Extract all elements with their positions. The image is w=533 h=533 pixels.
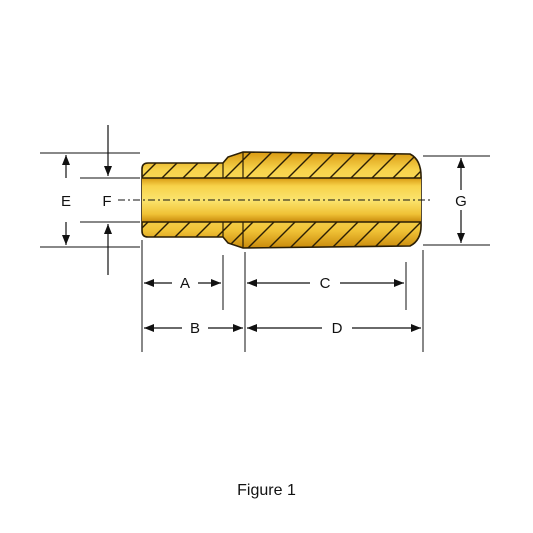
label-c: C — [320, 275, 331, 292]
dimension-d: D — [247, 320, 421, 337]
label-d: D — [332, 320, 343, 337]
dimension-g: G — [455, 158, 467, 243]
label-f: F — [102, 193, 111, 210]
guide-body — [118, 151, 430, 249]
dimension-e: E — [61, 155, 71, 245]
dimension-a: A — [144, 275, 221, 292]
dimension-f: F — [102, 125, 112, 275]
label-b: B — [190, 320, 200, 337]
dimension-c: C — [247, 275, 404, 292]
section-hatching — [142, 152, 422, 248]
label-e: E — [61, 193, 71, 210]
label-g: G — [455, 193, 467, 210]
extension-lines — [40, 152, 490, 352]
figure-caption: Figure 1 — [237, 482, 296, 499]
dimension-b: B — [144, 320, 243, 337]
label-a: A — [180, 275, 190, 292]
